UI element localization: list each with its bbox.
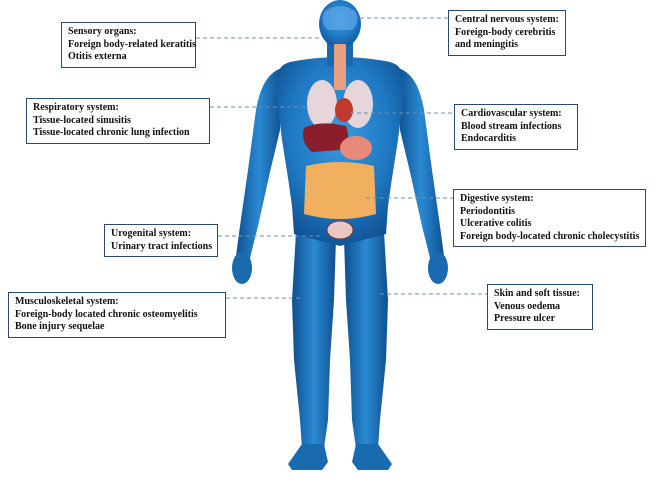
sensory-organs-title: Sensory organs: — [68, 26, 137, 37]
digestive-item: Periodontitis — [460, 205, 515, 217]
skin-soft-tissue-box: Skin and soft tissue: Venous oedema Pres… — [487, 284, 593, 330]
skin-soft-tissue-title: Skin and soft tissue: — [494, 288, 580, 299]
musculoskeletal-item: Bone injury sequelae — [15, 321, 105, 332]
bladder-icon — [326, 220, 354, 240]
musculoskeletal-box: Musculoskeletal system: Foreign-body loc… — [8, 292, 226, 338]
right-foot — [352, 444, 392, 470]
sensory-item: Foreign body-related keratitis — [68, 38, 196, 50]
digestive-box: Digestive system: Periodontitis Ulcerati… — [453, 189, 646, 247]
digestive-item: Ulcerative colitis — [460, 218, 532, 229]
left-lung-icon — [307, 80, 337, 128]
sensory-item: Otitis externa — [68, 51, 127, 62]
heart-icon — [335, 98, 353, 122]
cardiovascular-title: Cardiovascular system: — [461, 108, 562, 119]
cns-title: Central nervous system: — [455, 14, 559, 25]
cardiovascular-item: Blood stream infections — [461, 120, 562, 132]
respiratory-box: Respiratory system: Tissue-located sinus… — [26, 98, 210, 144]
right-hand — [428, 252, 448, 284]
cns-box: Central nervous system: Foreign-body cer… — [448, 10, 566, 56]
skin-soft-tissue-item: Venous oedema — [494, 300, 561, 312]
urogenital-item: Urinary tract infections — [111, 240, 213, 252]
sensory-organs-box: Sensory organs: Foreign body-related ker… — [61, 22, 196, 68]
digestive-item: Foreign body-located chronic cholecystit… — [460, 230, 640, 242]
right-leg — [344, 232, 388, 448]
intestine-icon — [304, 162, 376, 219]
digestive-title: Digestive system: — [460, 193, 534, 204]
connectors — [196, 17, 487, 299]
brain-icon — [322, 6, 358, 30]
cns-item: and meningitis — [455, 39, 519, 50]
respiratory-title: Respiratory system: — [33, 102, 119, 113]
cns-item: Foreign-body cerebritis — [455, 26, 556, 38]
urogenital-title: Urogenital system: — [111, 228, 192, 239]
cardiovascular-item: Endocarditis — [461, 133, 517, 144]
left-arm — [236, 68, 282, 258]
respiratory-item: Tissue-located chronic lung infection — [33, 127, 190, 138]
liver-icon — [303, 123, 348, 152]
right-arm — [398, 68, 444, 258]
left-leg — [292, 232, 336, 448]
left-hand — [232, 252, 252, 284]
respiratory-item: Tissue-located sinusitis — [33, 114, 131, 126]
stomach-icon — [340, 136, 372, 160]
skin-soft-tissue-item: Pressure ulcer — [494, 313, 556, 324]
musculoskeletal-item: Foreign-body located chronic osteomyelit… — [15, 308, 198, 320]
internal-organs — [303, 6, 376, 240]
musculoskeletal-title: Musculoskeletal system: — [15, 296, 119, 307]
cardiovascular-box: Cardiovascular system: Blood stream infe… — [454, 104, 578, 150]
left-foot — [288, 444, 328, 470]
trachea-icon — [334, 44, 346, 90]
urogenital-box: Urogenital system: Urinary tract infecti… — [104, 224, 218, 257]
